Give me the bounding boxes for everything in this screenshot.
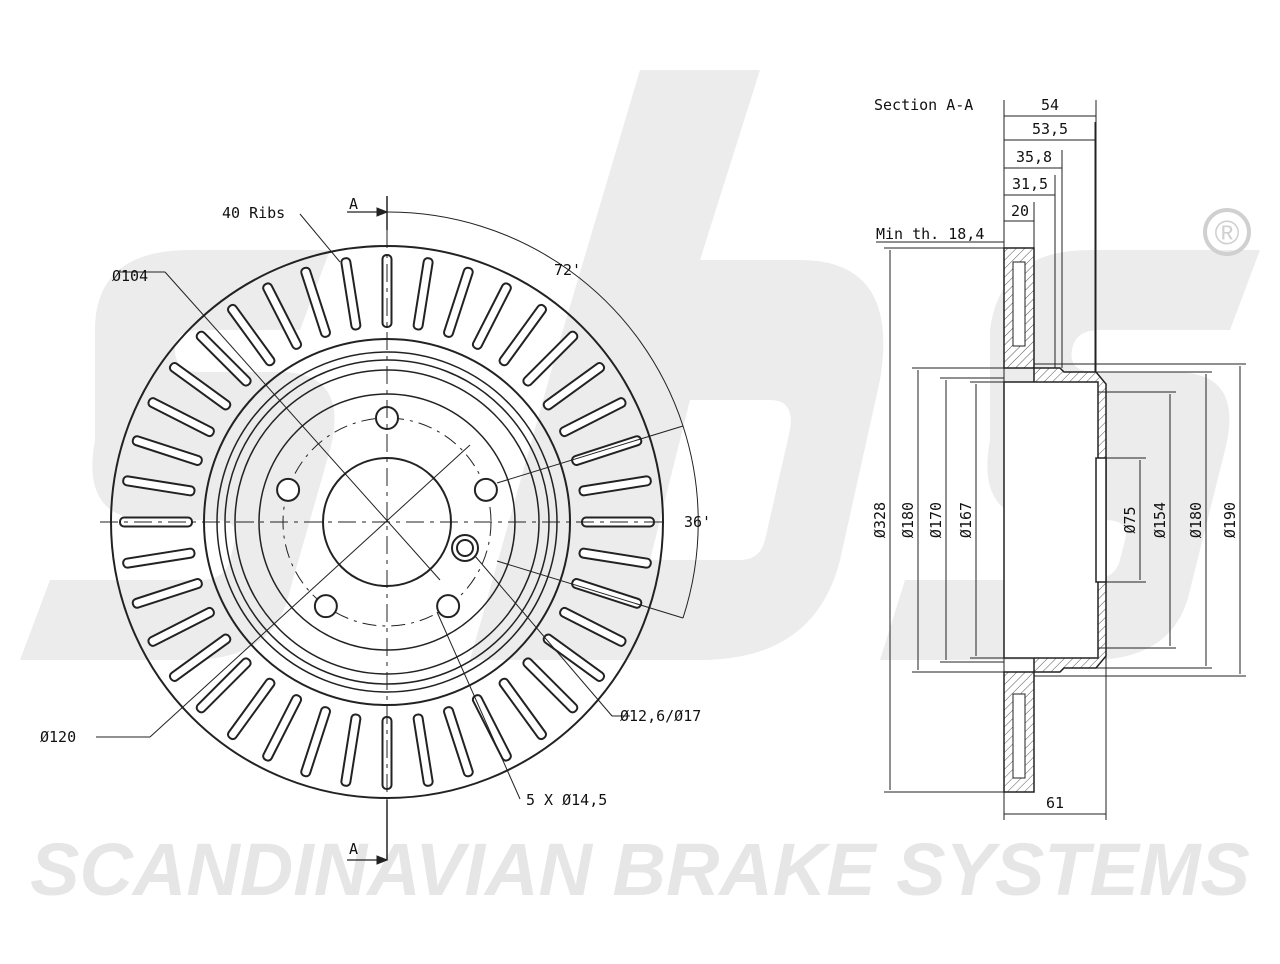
dim-54: 54 <box>1041 96 1059 114</box>
cooling-rib <box>340 257 362 331</box>
cooling-rib <box>147 606 215 647</box>
cooling-rib <box>542 362 606 411</box>
locating-hole-inner <box>456 539 474 557</box>
dia-75: Ø75 <box>1121 506 1139 533</box>
section-title: Section A-A <box>874 96 973 114</box>
cooling-rib <box>522 657 579 714</box>
cooling-rib <box>227 677 276 741</box>
mounting-hole <box>473 477 498 502</box>
angle-36-arc <box>682 425 699 619</box>
dia-180-left: Ø180 <box>899 502 917 538</box>
section-marker-bottom: A <box>349 840 358 858</box>
cooling-rib <box>498 677 547 741</box>
bolt-hole-label: Ø12,6/Ø17 <box>620 707 701 725</box>
front-view <box>96 196 699 865</box>
leader-holes <box>436 611 521 800</box>
angle-72-arc <box>386 211 684 427</box>
leader-ribs <box>299 213 341 263</box>
cooling-rib <box>227 303 276 367</box>
cooling-rib <box>443 266 474 338</box>
cooling-rib <box>443 706 474 778</box>
min-thickness-label: Min th. 18,4 <box>876 225 984 243</box>
cooling-rib <box>412 713 434 787</box>
cooling-rib <box>168 362 232 411</box>
cooling-rib <box>122 547 196 569</box>
center-bore-section <box>1095 457 1107 583</box>
dia-170: Ø170 <box>927 502 945 538</box>
mounting-holes <box>276 406 498 619</box>
holes-label: 5 X Ø14,5 <box>526 791 607 809</box>
cooling-rib <box>522 330 579 387</box>
cooling-rib <box>559 397 627 438</box>
hat-interior <box>1003 381 1099 659</box>
dia-190: Ø190 <box>1221 502 1239 538</box>
cooling-rib <box>195 657 252 714</box>
dia-104-label: Ø104 <box>112 267 148 285</box>
cooling-rib <box>412 257 434 331</box>
section-marker-top: A <box>349 195 358 213</box>
dia-154: Ø154 <box>1151 502 1169 538</box>
cooling-rib <box>571 435 643 466</box>
cooling-rib <box>262 282 303 350</box>
cooling-rib <box>300 706 331 778</box>
dia-328: Ø328 <box>871 502 889 538</box>
leader-bolt-hole <box>474 555 613 717</box>
company-watermark: SCANDINAVIAN BRAKE SYSTEMS <box>30 828 1250 911</box>
cooling-rib <box>471 282 512 350</box>
cooling-rib <box>300 266 331 338</box>
dim-53-5: 53,5 <box>1032 120 1068 138</box>
cooling-rib <box>542 633 606 682</box>
cooling-rib <box>147 397 215 438</box>
dia-180-right: Ø180 <box>1187 502 1205 538</box>
angle-36-label: 36' <box>684 513 711 531</box>
angle-72-label: 72' <box>554 261 581 279</box>
cooling-rib <box>578 547 652 569</box>
leader-d104 <box>164 271 441 581</box>
dia-120-label: Ø120 <box>40 728 76 746</box>
mounting-hole <box>276 477 301 502</box>
cooling-rib <box>578 475 652 497</box>
cooling-rib <box>262 694 303 762</box>
registered-mark: ® <box>1214 214 1239 252</box>
cooling-rib <box>168 633 232 682</box>
dim-31-5: 31,5 <box>1012 175 1048 193</box>
mounting-hole <box>436 594 461 619</box>
section-view <box>876 100 1246 820</box>
cooling-rib <box>195 330 252 387</box>
locating-hole-outer <box>451 534 479 562</box>
dim-35-8: 35,8 <box>1016 148 1052 166</box>
cooling-rib <box>131 435 203 466</box>
cooling-ribs <box>119 254 655 790</box>
cooling-rib <box>571 578 643 609</box>
dim-20: 20 <box>1011 202 1029 220</box>
dia-167: Ø167 <box>957 502 975 538</box>
cooling-rib <box>471 694 512 762</box>
cooling-rib <box>131 578 203 609</box>
cooling-rib <box>559 606 627 647</box>
cooling-rib <box>498 303 547 367</box>
ribs-label: 40 Ribs <box>222 204 285 222</box>
mounting-hole <box>313 594 338 619</box>
dim-61: 61 <box>1046 794 1064 812</box>
cooling-rib <box>340 713 362 787</box>
cooling-rib <box>122 475 196 497</box>
registered-mark-icon <box>1203 208 1251 256</box>
